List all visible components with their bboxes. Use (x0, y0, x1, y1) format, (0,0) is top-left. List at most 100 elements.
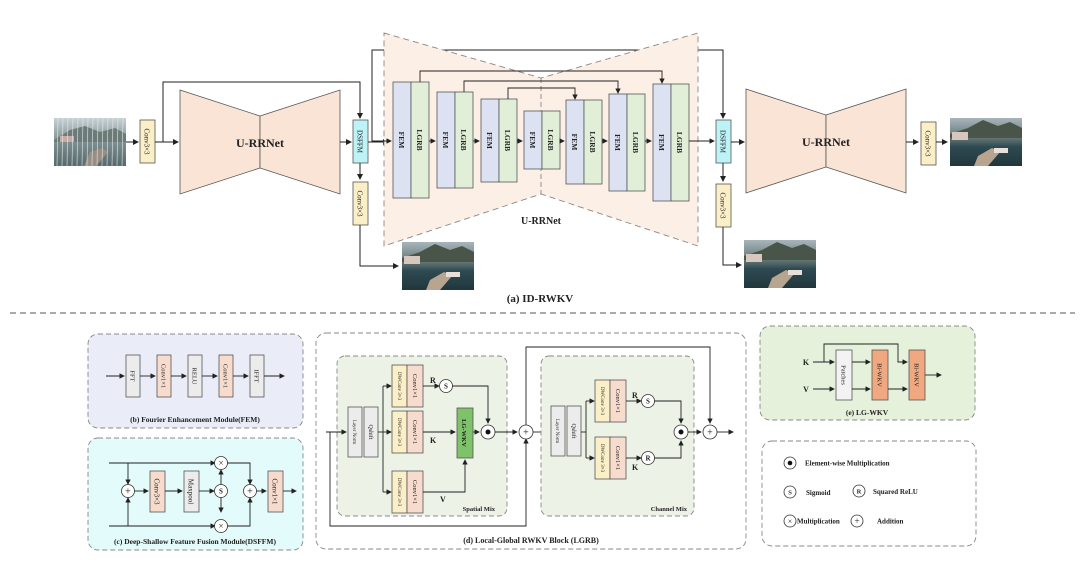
svg-text:R: R (430, 376, 436, 385)
dsffm2-label: DSFFM (719, 130, 727, 154)
mid-output-image-2 (744, 240, 816, 288)
urrnet2-decoder (825, 88, 907, 194)
branch-1: DWConv 3×3 Conv1×1 (391, 364, 424, 408)
svg-text:DWConv 3×3: DWConv 3×3 (599, 387, 604, 416)
dsffm-maxpool-block (183, 470, 200, 513)
dsffm1-label: DSFFM (356, 130, 364, 154)
svg-text:Conv1×1: Conv1×1 (614, 389, 621, 413)
legend: Element-wise Multiplication S Sigmoid R … (761, 440, 977, 547)
svg-text:+: + (247, 487, 253, 498)
svg-text:DWConv 3×3: DWConv 3×3 (599, 444, 604, 473)
section-id-rwkv: Conv3×3 U-RRNet DSFFM Conv3×3 U-RRNet (54, 32, 1022, 305)
svg-text:S: S (788, 490, 792, 497)
svg-text:Conv3×3: Conv3×3 (153, 478, 161, 505)
svg-text:IFFT: IFFT (253, 369, 260, 382)
svg-text:Patches: Patches (840, 365, 847, 385)
svg-text:LG-WKV: LG-WKV (460, 419, 467, 447)
svg-text:K: K (803, 358, 810, 367)
branch-1: DWConv 3×3 Conv1×1 (594, 379, 627, 423)
svg-text:Squared ReLU: Squared ReLU (873, 488, 918, 496)
svg-text:Bi-WKV: Bi-WKV (913, 363, 920, 387)
conv-in-label: Conv3×3 (143, 128, 151, 155)
channel-qshift-block (566, 405, 582, 457)
spatial-lgwkv-block[interactable] (456, 407, 474, 459)
svg-text:+: + (523, 428, 529, 439)
svg-text:V: V (440, 495, 446, 504)
urrnet2-label: U-RRNet (802, 135, 850, 149)
lgrb-label: LGRB (588, 131, 597, 152)
legend-addition-icon (850, 514, 864, 528)
svg-text:K: K (632, 463, 639, 472)
svg-text:Maxpool: Maxpool (187, 479, 195, 504)
svg-text:Channel Mix: Channel Mix (651, 506, 688, 513)
svg-text:DWConv 3×3: DWConv 3×3 (396, 372, 401, 401)
legend-squared-relu-icon (852, 484, 866, 498)
svg-text:V: V (803, 385, 809, 394)
spatial-layernorm-block (347, 406, 363, 458)
lgrb-label: LGRB (546, 129, 555, 150)
svg-text:Addition: Addition (877, 518, 904, 526)
fem-label: FEM (397, 132, 406, 149)
svg-text:Qshift: Qshift (570, 424, 577, 439)
svg-text:RELU: RELU (191, 368, 198, 385)
lgrb-label: LGRB (503, 130, 512, 151)
legend-sigmoid-icon (783, 485, 797, 499)
section-dsffm: + Conv3×3 Maxpool S × × + Conv1×1 (c) De… (87, 437, 304, 551)
skip-connection (463, 80, 621, 94)
lgrb-label: LGRB (415, 129, 424, 150)
svg-text:Conv1×1: Conv1×1 (411, 374, 418, 398)
lgrb-block (670, 83, 690, 202)
lgrb-label: LGRB (459, 129, 468, 150)
svg-text:K: K (430, 436, 437, 445)
svg-text:S: S (219, 488, 223, 496)
lgrb-block (583, 99, 603, 185)
svg-text:FFT: FFT (129, 370, 136, 381)
conv-out-label: Conv3×3 (924, 130, 932, 157)
channel-mix-panel (540, 355, 695, 517)
legend-multiplication-icon (783, 514, 797, 528)
urrnet1-decoder (259, 89, 341, 195)
svg-text:+: + (854, 516, 859, 526)
svg-text:Multiplication: Multiplication (797, 518, 840, 526)
fem-label: FEM (485, 132, 494, 149)
fem-label: FEM (441, 132, 450, 149)
fem-label: FEM (657, 134, 666, 151)
skip-connection (507, 87, 578, 100)
svg-text:Conv1×1: Conv1×1 (271, 478, 279, 505)
channel-layernorm-block (550, 405, 566, 457)
caption-dsffm: (c) Deep-Shallow Feature Fusion Module(D… (114, 537, 276, 546)
caption-id-rwkv: (a) ID-RWKV (507, 293, 574, 305)
svg-text:Sigmoid: Sigmoid (806, 489, 831, 497)
caption-fem: (b) Fourier Enhancement Module(FEM) (130, 415, 260, 424)
svg-text:Element-wise Multiplication: Element-wise Multiplication (805, 460, 890, 468)
svg-text:Layer Norm: Layer Norm (554, 419, 559, 444)
lgrb-label: LGRB (631, 132, 640, 153)
stage-1: FEM LGRB (392, 81, 430, 199)
lgrb-block (626, 93, 646, 192)
section-lgrb: Spatial Mix Layer Norm Qshift DWConv 3×3… (315, 332, 747, 550)
svg-text:×: × (218, 458, 223, 468)
svg-text:Qshift: Qshift (367, 425, 374, 440)
caption-lgrb: (d) Local-Global RWKV Block (LGRB) (463, 536, 599, 545)
fem-label: FEM (528, 132, 537, 149)
svg-text:Bi-WKV: Bi-WKV (876, 363, 883, 387)
svg-text:R: R (632, 391, 638, 400)
stage-2: FEM LGRB (436, 91, 474, 189)
lgwkv-patches-block (835, 349, 853, 401)
svg-text:R: R (857, 489, 862, 496)
svg-text:Conv1×1: Conv1×1 (222, 364, 229, 388)
stage-3: FEM LGRB (480, 98, 518, 183)
input-rainy-image (54, 117, 126, 167)
lgwkv-biwkv1-block (871, 349, 889, 401)
svg-text:Conv1×1: Conv1×1 (411, 420, 418, 444)
svg-text:+: + (125, 487, 131, 498)
svg-text:Layer Norm: Layer Norm (351, 420, 356, 445)
conv-side1-label: Conv3×3 (356, 190, 364, 217)
output-image (950, 118, 1022, 166)
